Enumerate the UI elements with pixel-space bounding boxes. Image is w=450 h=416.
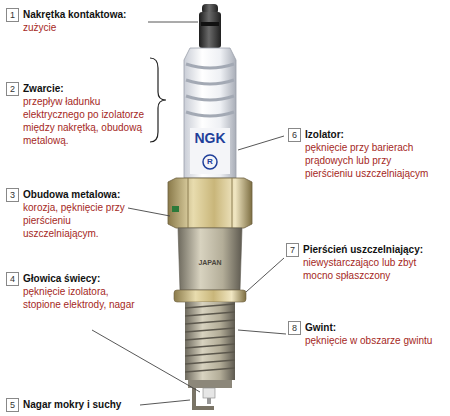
part-name: Obudowa metalowa: bbox=[23, 188, 136, 201]
defect-description: przepływ ładunku elektrycznego po izolat… bbox=[23, 95, 146, 147]
callout: 1 Nakrętka kontaktowa:zużycie bbox=[6, 8, 156, 34]
callout-number: 4 bbox=[6, 272, 19, 286]
callout: 7 Pierścień uszczelniający:niewystarczają… bbox=[286, 243, 446, 282]
callout-number: 3 bbox=[6, 188, 19, 202]
callout-text: Nagar mokry i suchy bbox=[23, 398, 146, 411]
callout-text: Pierścień uszczelniający:niewystarczając… bbox=[303, 243, 446, 282]
callout-number: 1 bbox=[6, 8, 19, 22]
callout-number: 5 bbox=[6, 398, 19, 412]
part-name: Nagar mokry i suchy bbox=[23, 398, 146, 411]
callout: 2 Zwarcie:przepływ ładunku elektrycznego … bbox=[6, 82, 146, 147]
part-name: Nakrętka kontaktowa: bbox=[23, 8, 156, 21]
callout-text: Nakrętka kontaktowa:zużycie bbox=[23, 8, 156, 34]
callout-text: Głowica świecy:pęknięcie izolatora, stop… bbox=[23, 272, 136, 311]
part-name: Głowica świecy: bbox=[23, 272, 136, 285]
callout: 4 Głowica świecy:pęknięcie izolatora, sto… bbox=[6, 272, 136, 311]
callout-number: 2 bbox=[6, 82, 19, 96]
callout: 5 Nagar mokry i suchy bbox=[6, 398, 146, 412]
body-stamp: JAPAN bbox=[198, 259, 221, 266]
callout-number: 7 bbox=[286, 243, 299, 257]
callout-text: Gwint:pęknięcie w obszarze gwintu bbox=[305, 321, 438, 347]
defect-description: pęknięcie w obszarze gwintu bbox=[305, 334, 438, 347]
part-name: Gwint: bbox=[305, 321, 438, 334]
callout: 8 Gwint:pęknięcie w obszarze gwintu bbox=[288, 321, 438, 347]
callout: 6 Izolator:pęknięcie przy barierach prądo… bbox=[288, 128, 438, 180]
defect-description: pęknięcie izolatora, stopione elektrody,… bbox=[23, 285, 136, 311]
callout-text: Obudowa metalowa:korozja, pęknięcie przy… bbox=[23, 188, 136, 240]
callout-number: 8 bbox=[288, 321, 301, 335]
part-name: Zwarcie: bbox=[23, 82, 146, 95]
brand-mark: R bbox=[207, 158, 213, 166]
part-name: Pierścień uszczelniający: bbox=[303, 243, 446, 256]
part-name: Izolator: bbox=[305, 128, 438, 141]
brand-logo: NGK bbox=[194, 131, 225, 145]
defect-description: zużycie bbox=[23, 21, 156, 34]
defect-description: korozja, pęknięcie przy pierścieniu uszc… bbox=[23, 201, 136, 240]
callout: 3 Obudowa metalowa:korozja, pęknięcie prz… bbox=[6, 188, 136, 240]
defect-description: pęknięcie przy barierach prądowych lub p… bbox=[305, 141, 438, 180]
defect-description: niewystarczająco lub zbyt mocno spłaszcz… bbox=[303, 256, 446, 282]
callout-text: Izolator:pęknięcie przy barierach prądow… bbox=[305, 128, 438, 180]
callout-text: Zwarcie:przepływ ładunku elektrycznego p… bbox=[23, 82, 146, 147]
callout-number: 6 bbox=[288, 128, 301, 142]
